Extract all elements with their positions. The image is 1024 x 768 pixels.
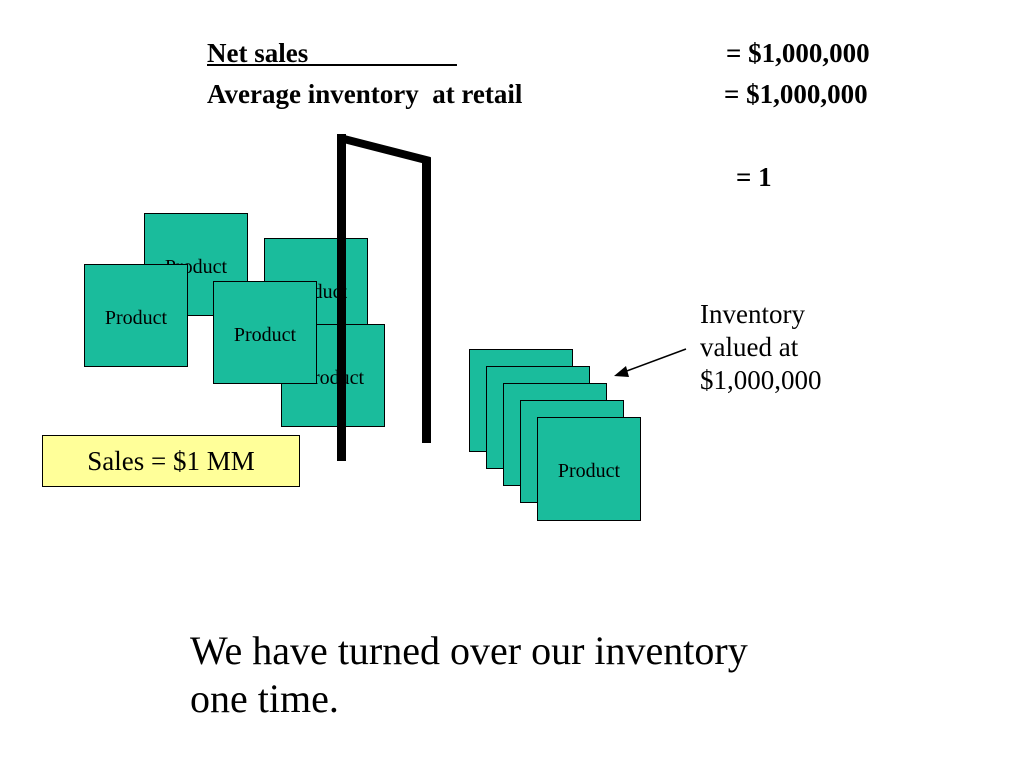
product-box: Product [84,264,188,367]
door-left-post [337,134,346,461]
inventory-note: Inventory valued at $1,000,000 [700,299,822,395]
product-box: Product [537,417,641,521]
denominator-value: = $1,000,000 [724,79,868,109]
product-box: Product [213,281,317,384]
conclusion-text: We have turned over our inventory one ti… [190,628,748,721]
door-right-post [422,158,431,443]
ratio-result: = 1 [736,162,772,192]
numerator-value: = $1,000,000 [726,38,870,68]
numerator-label: Net sales___________ [207,38,457,68]
denominator-label: Average inventory at retail [207,79,523,109]
sales-label: Sales = $1 MM [42,435,300,487]
